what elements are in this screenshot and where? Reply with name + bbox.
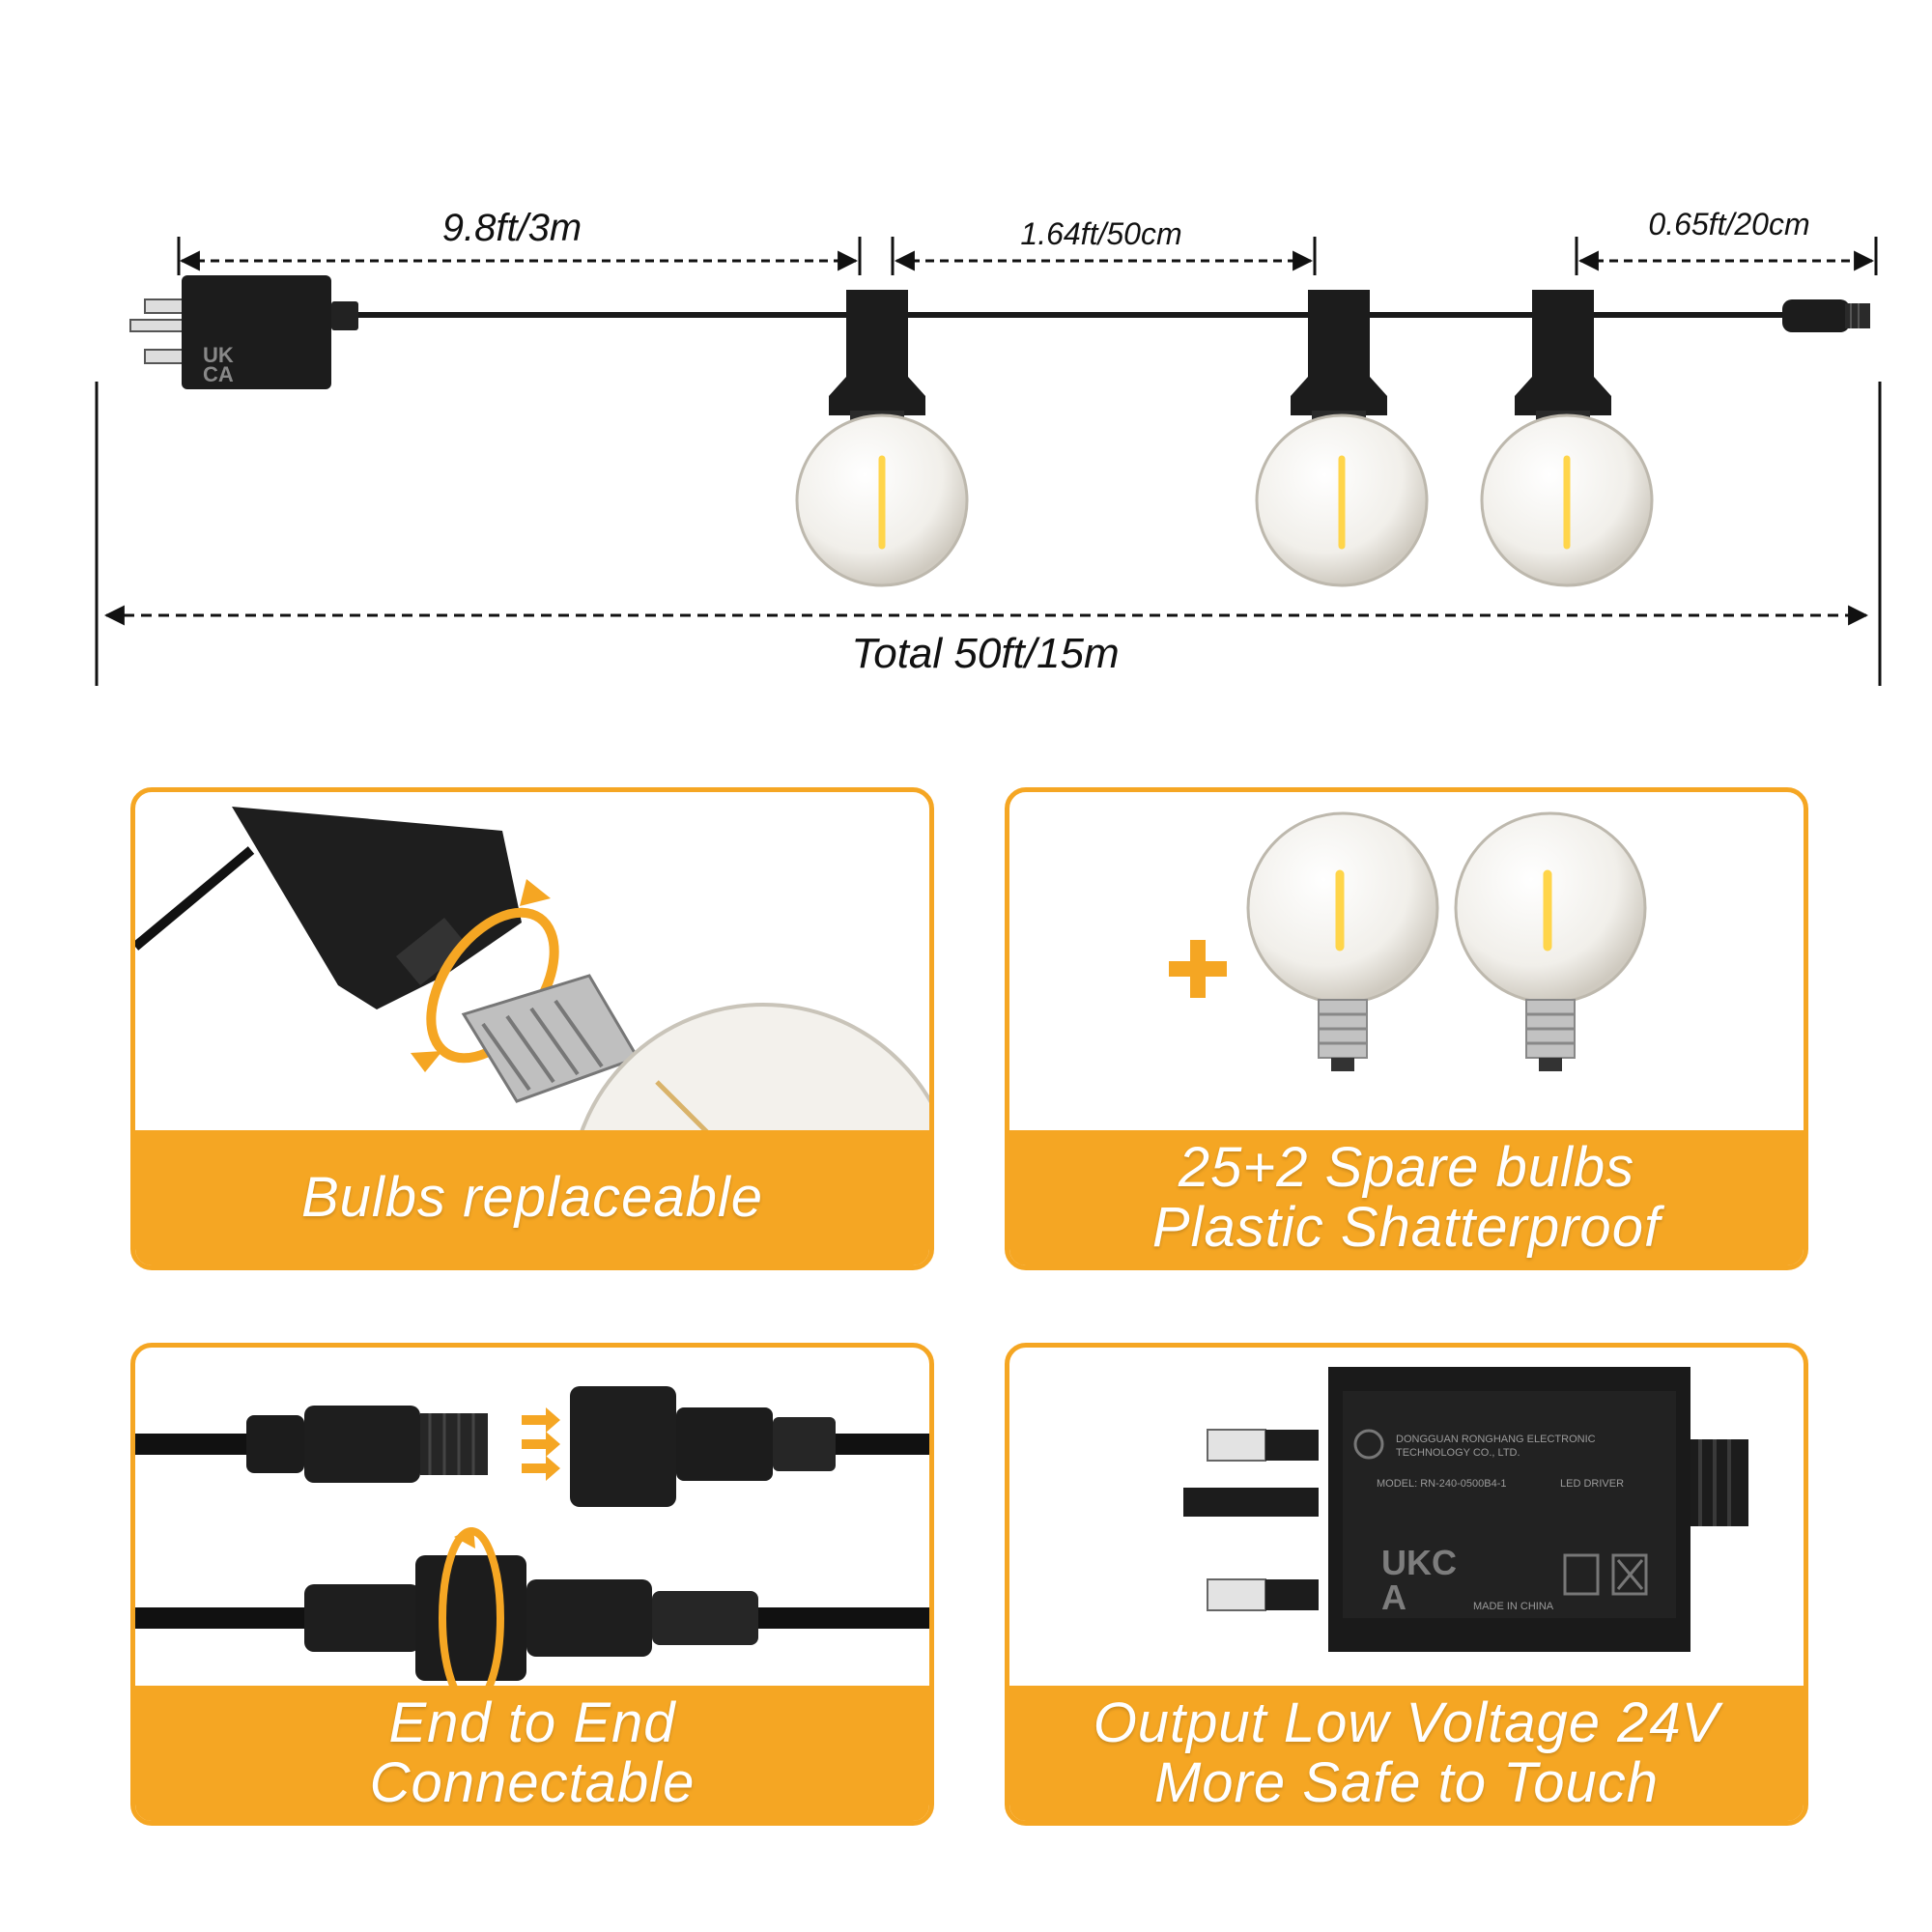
- bulb-icon-2: [1255, 290, 1429, 587]
- adapter-manufacturer-text: DONGGUAN RONGHANG ELECTRONIC TECHNOLOGY …: [1396, 1434, 1596, 1459]
- caption-line: More Safe to Touch: [1153, 1751, 1660, 1814]
- string-light-dimension-diagram: UK CA: [95, 237, 1882, 686]
- plug-pins-icon: [1183, 1429, 1319, 1611]
- bulb-icon-3: [1480, 290, 1654, 587]
- bulb-base-icon: [461, 974, 640, 1103]
- push-arrows-icon: [522, 1407, 560, 1481]
- feature-caption-voltage: Output Low Voltage 24V More Safe to Touc…: [1009, 1686, 1804, 1821]
- caption-line: Bulbs replaceable: [300, 1166, 764, 1229]
- lead-length-label: 9.8ft/3m: [441, 207, 582, 249]
- svg-text:UK: UK: [203, 343, 234, 367]
- end-length-label: 0.65ft/20cm: [1648, 207, 1810, 242]
- spare-bulb-icon-1: [1246, 811, 1439, 1071]
- female-connector-icon: [570, 1386, 836, 1507]
- caption-line: Output Low Voltage 24V: [1093, 1691, 1720, 1754]
- bulb-spacing-label: 1.64ft/50cm: [1020, 216, 1182, 251]
- socket-icon: [232, 807, 522, 1009]
- total-length-label: Total 50ft/15m: [851, 630, 1120, 677]
- caption-line: Connectable: [369, 1751, 696, 1814]
- caption-line: End to End: [388, 1691, 676, 1754]
- plus-icon: [1169, 940, 1227, 998]
- feature-caption-bulbs: Bulbs replaceable: [135, 1130, 929, 1265]
- power-adapter-icon: UK CA: [129, 275, 358, 389]
- adapter-type-text: LED DRIVER: [1560, 1478, 1625, 1490]
- adapter-origin-text: MADE IN CHINA: [1473, 1601, 1554, 1612]
- male-connector-icon: [246, 1406, 488, 1483]
- spare-bulbs-illustration: [1169, 811, 1647, 1071]
- bulb-icon-1: [795, 290, 969, 587]
- adapter-body-icon: [1328, 1367, 1748, 1652]
- feature-panel-spares: 25+2 Spare bulbs Plastic Shatterproof: [1005, 787, 1808, 1270]
- spare-bulb-icon-2: [1454, 811, 1647, 1071]
- adapter-model-text: MODEL: RN-240-0500B4-1: [1377, 1478, 1507, 1490]
- end-connector-icon: [1782, 299, 1870, 332]
- feature-panel-connect: End to End Connectable: [130, 1343, 934, 1826]
- bulb-globe-icon: [580, 1003, 929, 1130]
- svg-text:CA: CA: [203, 362, 234, 386]
- ukca-mark: UKCA: [1381, 1543, 1457, 1617]
- feature-panel-voltage: DONGGUAN RONGHANG ELECTRONIC TECHNOLOGY …: [1005, 1343, 1808, 1826]
- feature-caption-connect: End to End Connectable: [135, 1686, 929, 1821]
- adapter-illustration: [1183, 1367, 1748, 1652]
- feature-caption-spares: 25+2 Spare bulbs Plastic Shatterproof: [1009, 1130, 1804, 1265]
- connector-illustration: [135, 1386, 929, 1686]
- caption-line: Plastic Shatterproof: [1151, 1196, 1662, 1259]
- bulb-replace-illustration: [135, 807, 929, 1130]
- rotate-arrow-icon: [439, 1527, 504, 1686]
- feature-panel-bulbs: Bulbs replaceable: [130, 787, 934, 1270]
- caption-line: 25+2 Spare bulbs: [1178, 1136, 1635, 1199]
- cable-segment: [135, 846, 255, 951]
- joined-connector-icon: [304, 1555, 758, 1681]
